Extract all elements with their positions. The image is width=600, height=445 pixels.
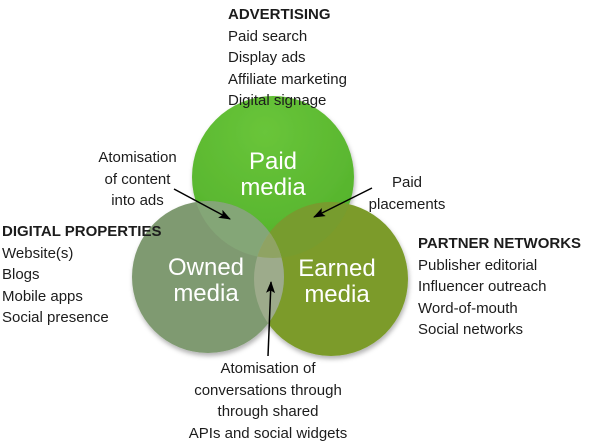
- venn-diagram-canvas: ADVERTISING Paid search Display ads Affi…: [2, 4, 581, 442]
- digital-properties-list: DIGITAL PROPERTIES Website(s) Blogs Mobi…: [2, 221, 161, 329]
- paid-media-label: Paid media: [240, 148, 306, 201]
- venn-circles-graphic: [132, 96, 408, 357]
- list-item: Word-of-mouth: [418, 299, 518, 317]
- list-item: Publisher editorial: [418, 256, 538, 274]
- list-item: Social presence: [2, 309, 109, 327]
- owned-media-label: Owned media: [167, 254, 245, 307]
- paid-earned-overlap: [254, 202, 354, 258]
- list-item: Mobile apps: [2, 287, 83, 305]
- list-item: Affiliate marketing: [228, 70, 347, 88]
- arrow-paid-placements: [313, 187, 373, 218]
- earned-media-label: Earned media: [298, 255, 376, 308]
- digital-properties-title: DIGITAL PROPERTIES: [2, 223, 162, 240]
- paid-owned-overlap: [192, 201, 284, 258]
- list-item: Website(s): [2, 244, 74, 262]
- advertising-title: ADVERTISING: [228, 6, 331, 23]
- advertising-list: ADVERTISING Paid search Display ads Affi…: [228, 4, 347, 112]
- list-item: Influencer outreach: [418, 278, 547, 296]
- partner-networks-title: PARTNER NETWORKS: [418, 235, 582, 252]
- list-item: Display ads: [228, 49, 306, 67]
- annotation-content-into-ads: Atomisation of content into ads: [98, 149, 177, 210]
- annotation-paid-placements: Paid placements: [368, 174, 446, 213]
- list-item: Digital signage: [228, 92, 327, 110]
- list-item: Social networks: [418, 321, 524, 339]
- list-item: Paid search: [228, 27, 308, 45]
- list-item: Blogs: [2, 266, 40, 284]
- partner-networks-list: PARTNER NETWORKS Publisher editorial Inf…: [418, 233, 581, 341]
- arrow-content-into-ads: [173, 188, 231, 220]
- arrow-conversations: [266, 281, 276, 357]
- annotation-conversations: Atomisation of conversations through thr…: [188, 360, 348, 443]
